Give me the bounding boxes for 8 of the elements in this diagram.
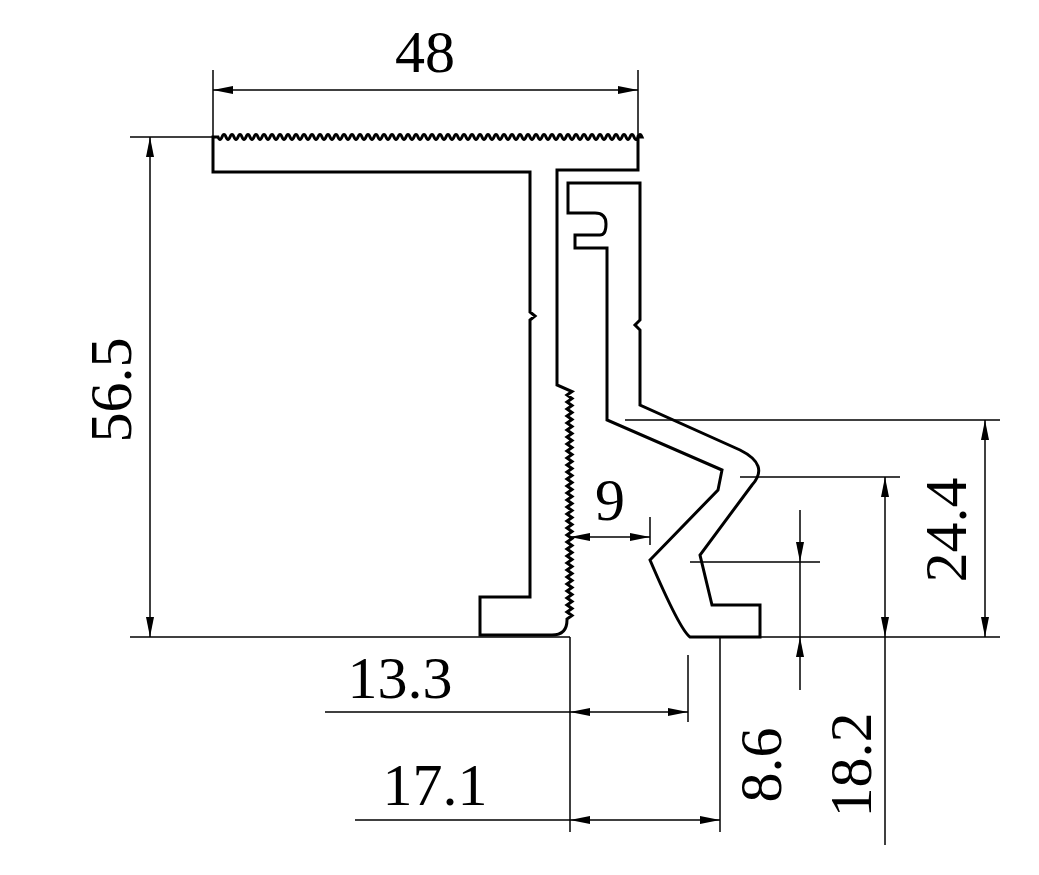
dimension-value: 9	[595, 470, 625, 530]
dimension-value: 8.6	[730, 727, 790, 803]
dimension-value: 18.2	[820, 712, 880, 818]
dimension-value: 24.4	[915, 477, 975, 583]
dimension-value: 48	[395, 22, 455, 82]
dimension-value: 13.3	[347, 648, 453, 708]
dimension-value: 17.1	[382, 755, 488, 815]
dimension-value: 56.5	[80, 337, 140, 443]
